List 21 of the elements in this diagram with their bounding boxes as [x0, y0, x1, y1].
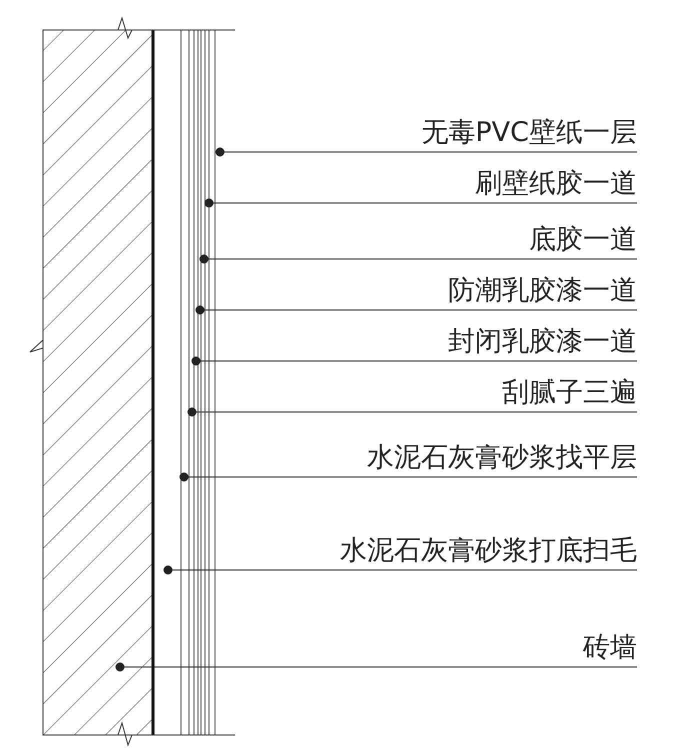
finish-layer	[180, 30, 190, 736]
layer-label: 水泥石灰膏砂浆找平层	[367, 442, 637, 474]
layer-label: 底胶一道	[529, 224, 637, 256]
finish-layer	[208, 30, 216, 736]
leader-line	[204, 198, 637, 208]
leader-line	[216, 148, 637, 156]
leader-line	[200, 254, 637, 264]
layer-label: 刷壁纸胶一道	[475, 168, 637, 200]
layer-label: 无毒PVC壁纸一层	[421, 117, 637, 149]
layer-label: 防潮乳胶漆一道	[448, 275, 637, 307]
leader-line	[196, 306, 637, 314]
leader-line	[116, 662, 637, 672]
brick-wall-section	[42, 30, 152, 736]
leader-line	[192, 356, 637, 366]
layer-label: 刮腻子三遍	[502, 377, 637, 409]
leader-line	[164, 566, 637, 574]
layer-label: 水泥石灰膏砂浆打底扫毛	[340, 535, 637, 567]
leader-line	[180, 472, 637, 482]
layer-label: 封闭乳胶漆一道	[448, 326, 637, 358]
layer-label: 砖墙	[583, 632, 637, 664]
leader-line	[188, 408, 637, 416]
